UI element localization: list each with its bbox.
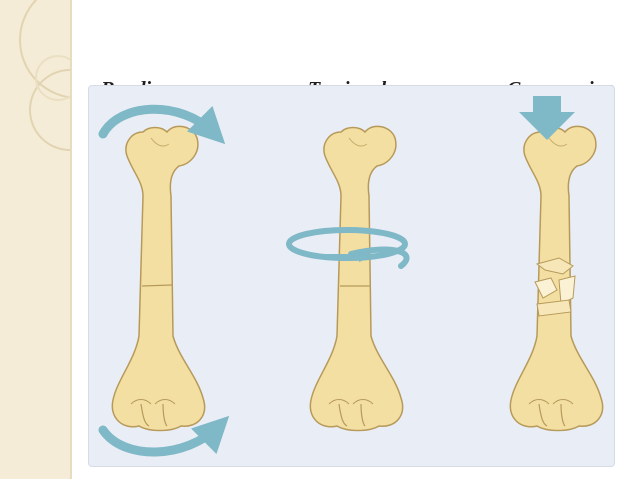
rotation-arrow-head xyxy=(321,250,375,262)
curved-arrow-icon-top xyxy=(98,104,226,145)
decorative-circles-icon xyxy=(19,0,70,151)
bone-force-illustration xyxy=(98,96,604,457)
illustration-panel xyxy=(89,86,614,466)
bone-torsional xyxy=(309,125,404,432)
bone-bending xyxy=(111,125,206,432)
bone-compression xyxy=(509,125,604,432)
down-arrow-icon xyxy=(519,96,575,140)
decorative-side-strip xyxy=(0,0,72,479)
curved-arrow-icon-bottom xyxy=(98,415,230,457)
rotation-ring xyxy=(286,227,408,261)
